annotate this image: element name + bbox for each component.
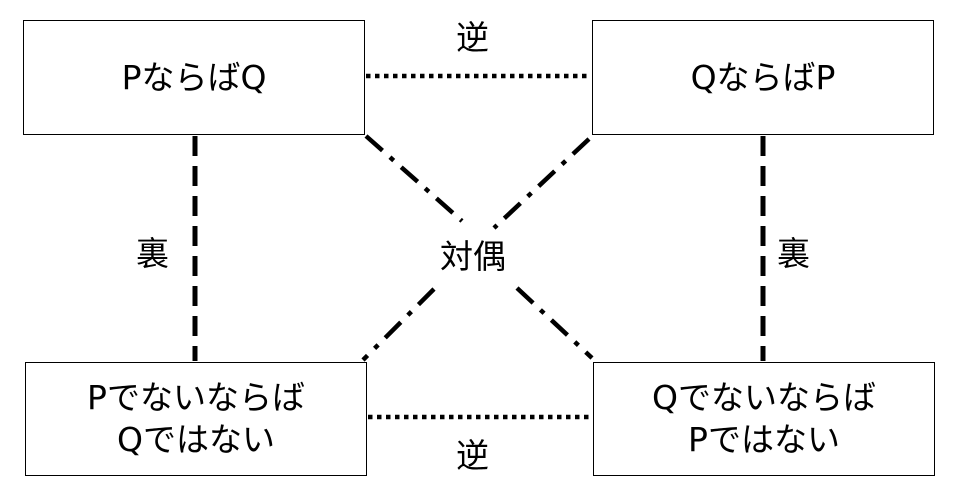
box-not-q-implies-not-p: Qでないならば Pではない bbox=[593, 362, 935, 476]
contrapositive-line-b1 bbox=[492, 137, 591, 230]
label-contrapositive: 対偶 bbox=[440, 237, 506, 276]
box-text-line2: Qではない bbox=[117, 420, 275, 459]
contrapositive-line-b2 bbox=[361, 287, 436, 362]
box-text-line1: Pでないならば bbox=[87, 378, 305, 417]
box-q-implies-p: QならばP bbox=[592, 20, 934, 135]
box-text-line1: PならばQ bbox=[121, 57, 267, 97]
box-text-line2: Pではない bbox=[688, 420, 840, 459]
box-text-line1: Qでないならば bbox=[652, 378, 876, 417]
box-text-line1: QならばP bbox=[690, 57, 836, 97]
label-inverse-left: 裏 bbox=[136, 234, 169, 273]
box-p-implies-q: PならばQ bbox=[23, 20, 365, 135]
contrapositive-line-a1 bbox=[364, 134, 464, 223]
label-converse-top: 逆 bbox=[456, 18, 489, 57]
label-converse-bottom: 逆 bbox=[456, 436, 489, 475]
label-inverse-right: 裏 bbox=[777, 234, 810, 273]
contrapositive-line-a2 bbox=[515, 286, 594, 360]
box-not-p-implies-not-q: Pでないならば Qではない bbox=[25, 362, 367, 476]
